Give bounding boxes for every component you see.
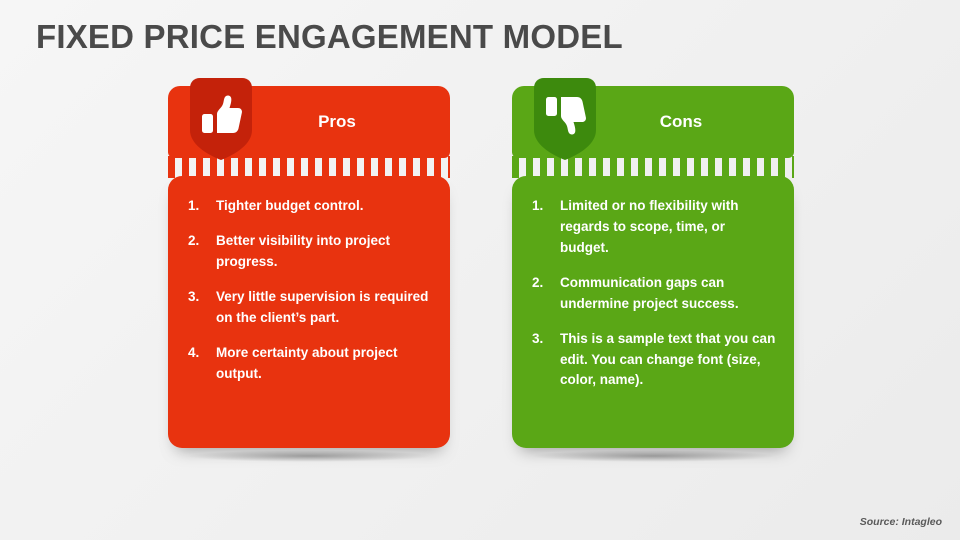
list-item: 3. Very little supervision is required o… xyxy=(182,287,432,329)
pros-card: Pros 1. Tighter budget control. 2. Bette… xyxy=(168,78,450,462)
pros-torn-strip xyxy=(168,156,450,178)
list-item-text: Limited or no flexibility with regards t… xyxy=(560,198,739,255)
pros-card-shadow xyxy=(186,450,432,462)
list-item-text: Better visibility into project progress. xyxy=(216,232,391,269)
list-item-number: 1. xyxy=(532,198,544,213)
list-item-text: Very little supervision is required on t… xyxy=(216,288,429,325)
list-item-number: 3. xyxy=(532,330,544,346)
list-item: 2. Communication gaps can undermine proj… xyxy=(526,273,776,315)
list-item: 2. Better visibility into project progre… xyxy=(182,231,432,273)
list-item-number: 1. xyxy=(188,198,200,213)
thumbs-up-icon xyxy=(190,78,252,162)
list-item: 1. Limited or no flexibility with regard… xyxy=(526,196,776,259)
cons-card-shadow xyxy=(530,450,776,462)
cons-list: 1. Limited or no flexibility with regard… xyxy=(526,196,776,391)
list-item-number: 4. xyxy=(188,344,200,360)
cons-heading: Cons xyxy=(659,112,703,131)
thumbs-down-icon xyxy=(534,78,596,162)
cons-body: 1. Limited or no flexibility with regard… xyxy=(512,176,794,448)
cons-card: Cons 1. Limited or no flexibility with r… xyxy=(512,78,794,462)
cons-torn-strip xyxy=(512,156,794,178)
list-item: 1. Tighter budget control. xyxy=(182,196,432,217)
list-item-number: 2. xyxy=(188,232,200,248)
list-item-number: 3. xyxy=(188,288,200,304)
list-item: 4. More certainty about project output. xyxy=(182,343,432,385)
list-item: 3. This is a sample text that you can ed… xyxy=(526,329,776,392)
source-credit: Source: Intagleo xyxy=(859,516,942,528)
page-title: FIXED PRICE ENGAGEMENT MODEL xyxy=(36,18,623,55)
list-item-text: This is a sample text that you can edit.… xyxy=(560,330,776,388)
list-item-text: Communication gaps can undermine project… xyxy=(560,274,739,311)
pros-list: 1. Tighter budget control. 2. Better vis… xyxy=(182,196,432,384)
pros-body: 1. Tighter budget control. 2. Better vis… xyxy=(168,176,450,448)
pros-heading: Pros xyxy=(318,112,356,131)
list-item-text: More certainty about project output. xyxy=(216,344,398,381)
list-item-number: 2. xyxy=(532,274,544,290)
list-item-text: Tighter budget control. xyxy=(216,198,364,213)
